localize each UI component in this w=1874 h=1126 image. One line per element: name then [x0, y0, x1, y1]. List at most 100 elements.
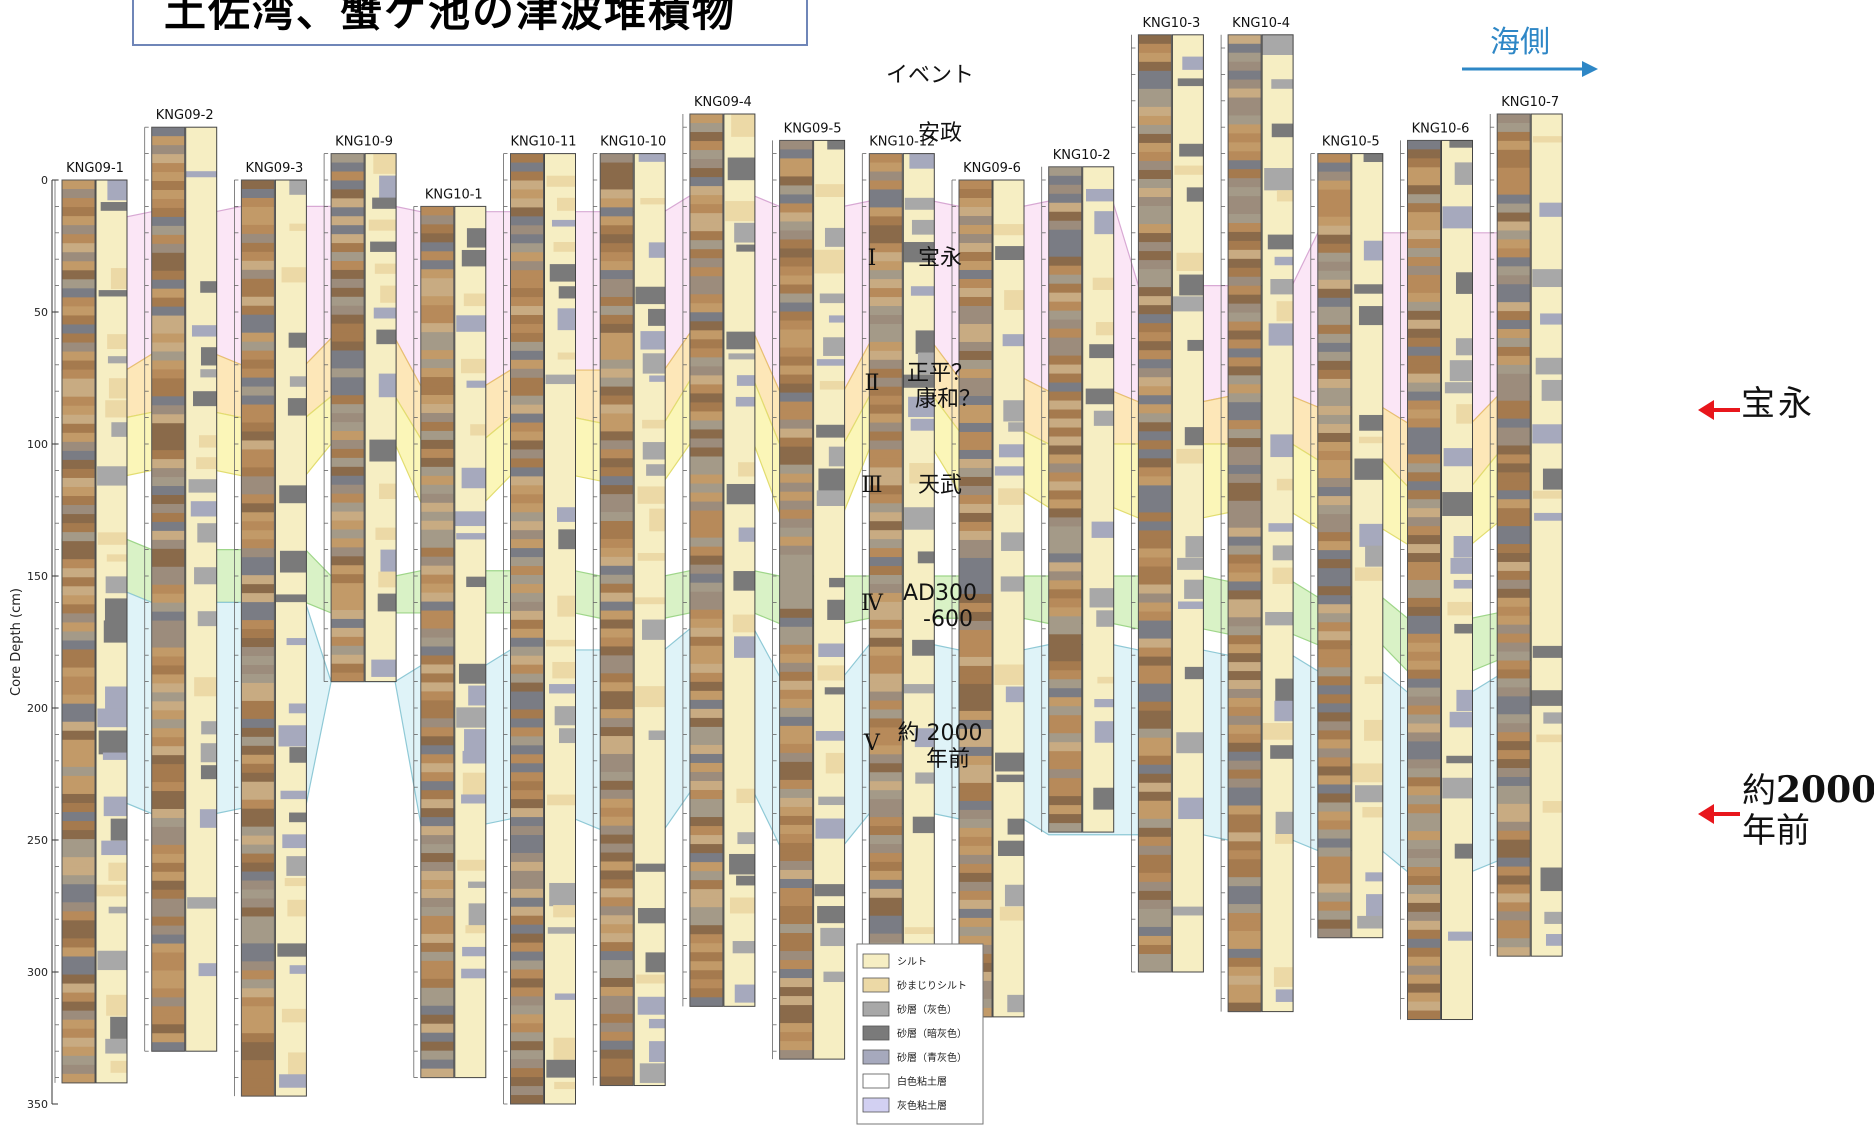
- core-photo-band: [959, 188, 992, 199]
- core-photo-band: [1317, 649, 1351, 659]
- core-photo-band: [420, 287, 454, 297]
- core-photo-band: [689, 609, 723, 620]
- core-photo-band: [62, 261, 95, 271]
- core-photo-band: [869, 306, 903, 316]
- core-photo-band: [1497, 624, 1531, 635]
- core-photo-band: [959, 323, 992, 334]
- core-photo-band: [510, 1059, 544, 1069]
- core-photo-band: [62, 414, 95, 425]
- core-log-layer: [281, 1008, 307, 1023]
- core-photo-band: [510, 835, 544, 845]
- core-photo-band: [600, 718, 634, 728]
- core-photo-band: [420, 781, 454, 791]
- core-photo-band: [420, 1005, 454, 1016]
- core-photo-band: [869, 727, 903, 737]
- core-log-layer: [198, 963, 217, 977]
- core-log-layer: [1092, 277, 1114, 290]
- core-photo-band: [1138, 638, 1172, 649]
- core-photo-band: [420, 996, 454, 1007]
- core-photo-band: [779, 698, 813, 709]
- core-photo-band: [1138, 187, 1172, 198]
- core-log-layer: [1541, 379, 1563, 401]
- core-photo-band: [510, 1005, 544, 1015]
- core-photo-band: [62, 405, 95, 416]
- core-photo-band: [62, 703, 95, 714]
- core-log-layer: [1545, 933, 1563, 946]
- core-photo-band: [779, 185, 813, 195]
- core-log-layer: [1275, 834, 1294, 844]
- core-photo-band: [600, 404, 634, 414]
- core-log-layer: [824, 687, 845, 695]
- core-photo-band: [420, 233, 454, 243]
- core-photo-band: [600, 870, 634, 880]
- core-photo-band: [689, 330, 723, 340]
- core-photo-band: [1317, 631, 1351, 641]
- core-photo-band: [1497, 275, 1531, 285]
- core-photo-band: [241, 970, 275, 980]
- core-log-layer: [286, 856, 307, 876]
- core-log-layer: [1366, 894, 1383, 917]
- core-log-layer: [636, 974, 666, 984]
- core-log-layer: [903, 374, 935, 388]
- core-photo-band: [1048, 211, 1082, 222]
- core-log-layer: [997, 840, 1024, 856]
- core-photo-band: [600, 216, 634, 226]
- core-photo-band: [1138, 908, 1172, 919]
- core-log-layer: [1268, 523, 1294, 532]
- core-photo-band: [1407, 517, 1441, 527]
- core-log-layer: [558, 286, 576, 299]
- core-photo-band: [1317, 342, 1351, 353]
- core-photo-band: [151, 261, 185, 272]
- core-photo-band: [600, 1004, 634, 1015]
- core-photo-band: [1317, 703, 1351, 713]
- hoei-arrow-head: [1698, 400, 1714, 420]
- core-photo-band: [62, 595, 95, 605]
- core-photo-band: [779, 969, 813, 979]
- core-photo-band: [600, 198, 634, 208]
- core-photo-band: [420, 395, 454, 405]
- core-photo-band: [62, 730, 95, 741]
- core-photo-band: [779, 626, 813, 637]
- core-photo-band: [241, 422, 275, 432]
- core-photo-band: [689, 835, 723, 845]
- core-log-layer: [827, 599, 845, 620]
- core-photo-band: [1407, 239, 1441, 249]
- core-photo-band: [1497, 660, 1531, 670]
- core-log-layer: [100, 202, 127, 211]
- core-photo-band: [62, 514, 95, 524]
- core-photo-band: [510, 341, 544, 352]
- core-photo-band: [151, 1015, 185, 1025]
- core-log-layer: [1186, 187, 1204, 202]
- core-photo-band: [689, 177, 723, 187]
- core-log-layer: [917, 352, 935, 375]
- core-photo-band: [1317, 451, 1351, 461]
- core-photo-band: [1228, 724, 1262, 735]
- core-photo-band: [600, 359, 634, 370]
- core-log-layer: [105, 400, 127, 418]
- core-photo-band: [1228, 850, 1262, 860]
- core-photo-band: [689, 159, 723, 169]
- core-photo-band: [600, 234, 634, 244]
- core-photo-band: [420, 538, 454, 549]
- core-photo-band: [1317, 487, 1351, 497]
- core-photo-band: [869, 691, 903, 702]
- core-photo-band: [331, 189, 365, 199]
- core-log-layer: [185, 171, 217, 178]
- core-photo-band: [151, 468, 185, 478]
- core-photo-band: [151, 450, 185, 460]
- core-photo-band: [420, 853, 454, 863]
- core-photo-band: [779, 509, 813, 520]
- core-log-layer: [1358, 306, 1383, 326]
- core-log-layer: [1354, 567, 1383, 581]
- core-photo-band: [151, 369, 185, 379]
- core-log-layer: [1531, 690, 1563, 706]
- core-photo-band: [420, 942, 454, 953]
- core-log-layer: [1359, 414, 1383, 431]
- core-photo-band: [1048, 634, 1082, 644]
- core-photo-band: [510, 413, 544, 424]
- core-photo-band: [1228, 635, 1262, 645]
- core-photo-band: [1048, 652, 1082, 662]
- core-log-layer: [106, 994, 127, 1016]
- core-photo-band: [869, 843, 903, 854]
- core-log-layer: [814, 249, 845, 274]
